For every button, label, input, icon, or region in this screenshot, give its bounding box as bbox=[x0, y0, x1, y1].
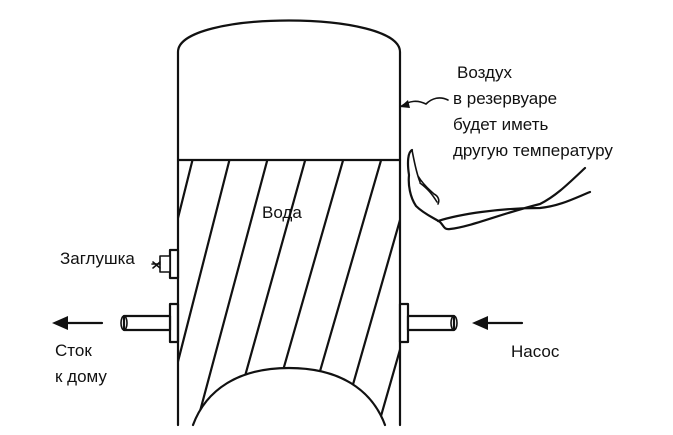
pump-label: Насос bbox=[511, 342, 560, 361]
pump-pipe bbox=[398, 302, 458, 344]
air-label-line1: Воздух bbox=[457, 63, 512, 82]
drain-pipe bbox=[120, 302, 180, 344]
arrow-right-icon bbox=[472, 316, 524, 330]
water-hatch bbox=[178, 160, 400, 425]
tank-bottom-arch bbox=[191, 366, 387, 427]
plug bbox=[151, 248, 180, 280]
air-label-line3: будет иметь bbox=[453, 115, 548, 134]
plug-label: Заглушка bbox=[60, 249, 135, 268]
hand-icon bbox=[406, 148, 592, 231]
water-label: Вода bbox=[262, 203, 302, 222]
arrow-left-icon bbox=[52, 316, 104, 330]
tank-outline bbox=[176, 19, 402, 427]
drain-label-line1: Сток bbox=[55, 341, 92, 360]
air-label-line4: другую температуру bbox=[453, 141, 613, 160]
drain-label-line2: к дому bbox=[55, 367, 107, 386]
air-leader-arrowhead bbox=[400, 100, 410, 108]
air-label-line2: в резервуаре bbox=[453, 89, 557, 108]
